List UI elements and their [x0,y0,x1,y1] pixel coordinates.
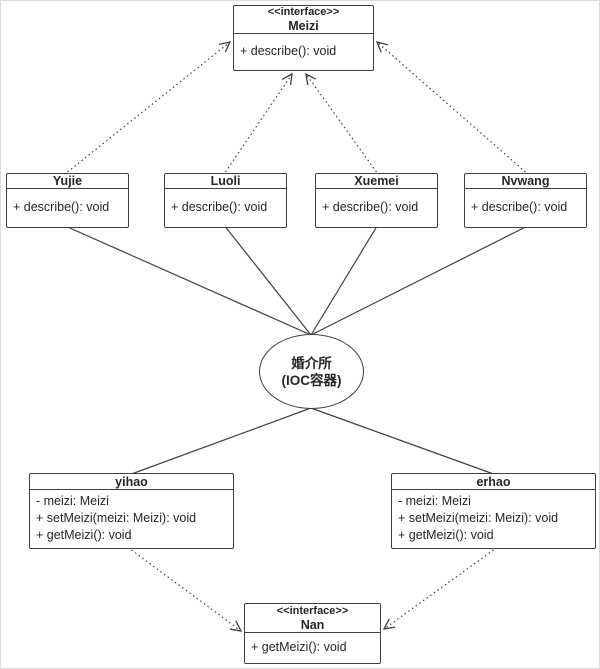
line-yujie-ioc [67,226,312,336]
yihao-method-set: + setMeizi(meizi: Meizi): void [36,510,197,525]
yihao-header: yihao [30,474,233,490]
erhao-title: erhao [476,474,511,489]
realization-yihao-nan [131,549,243,632]
nan-header: <<interface>> Nan [245,604,380,633]
meizi-method: + describe(): void [240,43,337,58]
erhao-field: - meizi: Meizi [398,493,471,508]
xuemei-header: Xuemei [316,174,437,189]
class-node-yihao: yihao - meizi: Meizi + setMeizi(meizi: M… [29,473,234,549]
yihao-body: - meizi: Meizi + setMeizi(meizi: Meizi):… [30,490,233,546]
nan-stereotype: <<interface>> [276,604,349,617]
line-nvwang-ioc [310,226,526,336]
yujie-method: + describe(): void [13,199,110,214]
line-ioc-yihao [131,407,312,475]
meizi-title: Meizi [288,19,319,33]
luoli-method: + describe(): void [171,199,268,214]
xuemei-body: + describe(): void [316,189,437,225]
erhao-method-get: + getMeizi(): void [398,527,494,542]
yihao-method-get: + getMeizi(): void [36,527,132,542]
class-node-nvwang: Nvwang + describe(): void [464,173,587,228]
ioc-ellipse-label-line1: 婚介所 [291,355,332,371]
ioc-container-ellipse: 婚介所 (IOC容器) [259,334,364,409]
interface-node-meizi: <<interface>> Meizi + describe(): void [233,5,374,71]
realization-nvwang-meizi [375,41,526,173]
class-node-yujie: Yujie + describe(): void [6,173,129,228]
xuemei-title: Xuemei [354,174,399,188]
nvwang-method: + describe(): void [471,199,568,214]
yihao-field: - meizi: Meizi [36,493,109,508]
yujie-title: Yujie [52,174,83,188]
class-node-luoli: Luoli + describe(): void [164,173,287,228]
realization-xuemei-meizi [305,72,377,173]
realization-erhao-nan [382,549,494,630]
luoli-header: Luoli [165,174,286,189]
nan-title: Nan [300,617,325,632]
realization-luoli-meizi [225,72,293,173]
xuemei-method: + describe(): void [322,199,419,214]
erhao-body: - meizi: Meizi + setMeizi(meizi: Meizi):… [392,490,595,546]
class-node-xuemei: Xuemei + describe(): void [315,173,438,228]
erhao-header: erhao [392,474,595,490]
ioc-ellipse-label-line2: (IOC容器) [281,372,342,388]
luoli-title: Luoli [210,174,241,188]
yujie-header: Yujie [7,174,128,189]
meizi-body: + describe(): void [234,34,373,68]
yujie-body: + describe(): void [7,189,128,225]
interface-node-nan: <<interface>> Nan + getMeizi(): void [244,603,381,664]
yihao-title: yihao [115,474,148,489]
nan-method: + getMeizi(): void [251,639,347,654]
line-luoli-ioc [225,226,312,336]
class-node-erhao: erhao - meizi: Meizi + setMeizi(meizi: M… [391,473,596,549]
line-xuemei-ioc [310,226,378,336]
nvwang-title: Nvwang [501,174,550,188]
meizi-header: <<interface>> Meizi [234,6,373,34]
nvwang-header: Nvwang [465,174,586,189]
nvwang-body: + describe(): void [465,189,586,225]
meizi-stereotype: <<interface>> [267,6,340,18]
line-ioc-erhao [310,407,494,475]
realization-yujie-meizi [67,41,232,173]
luoli-body: + describe(): void [165,189,286,225]
nan-body: + getMeizi(): void [245,633,380,661]
erhao-method-set: + setMeizi(meizi: Meizi): void [398,510,559,525]
